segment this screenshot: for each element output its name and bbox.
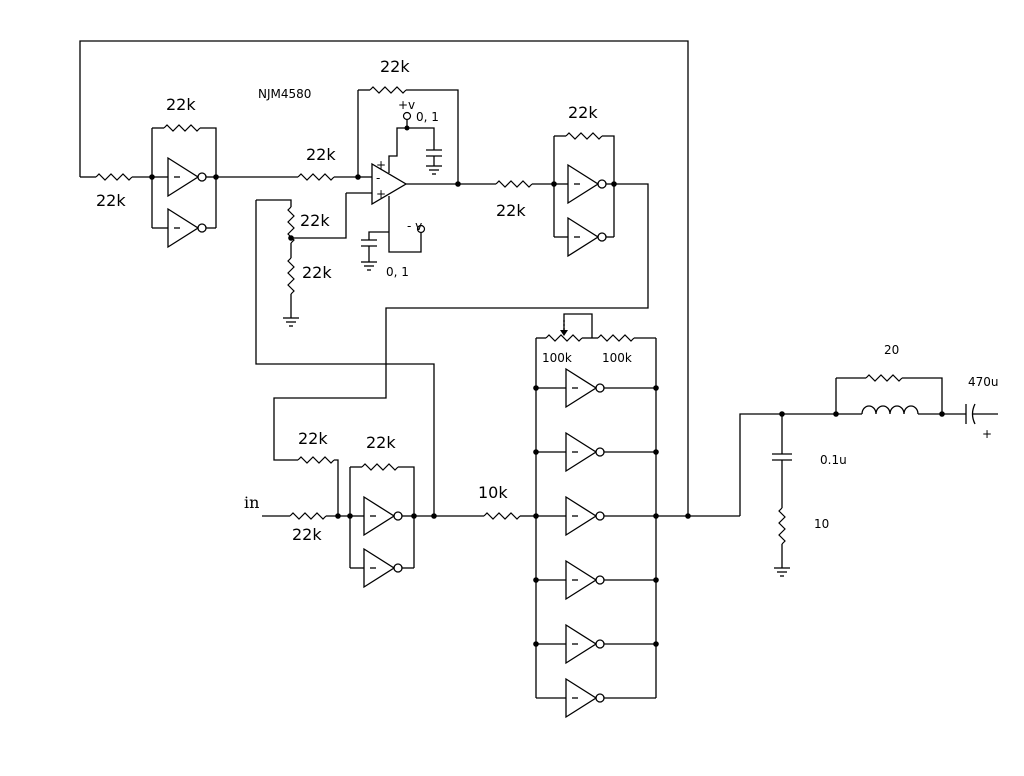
parallel-inverter-bank: [533, 313, 740, 718]
resistor-label: 22k: [96, 191, 126, 210]
opamp-minus-sign: -: [376, 171, 380, 185]
resistor-label: 22k: [298, 429, 328, 448]
capacitor-label: 470u: [968, 375, 999, 389]
resistor-label: 22k: [302, 263, 332, 282]
resistor-label: 22k: [380, 57, 410, 76]
pot-label: 100k: [542, 351, 572, 365]
capacitor-polarity-label: +: [982, 427, 992, 441]
bias-divider: [255, 199, 435, 516]
resistor-label: 22k: [300, 211, 330, 230]
top-left-inverter-stage: [80, 124, 219, 248]
opamp-plus-sign: +: [376, 158, 386, 172]
resistor-label: 22k: [568, 103, 598, 122]
resistor-label: 10k: [478, 483, 508, 502]
resistor-label: 22k: [496, 201, 526, 220]
input-label: in: [244, 493, 259, 512]
resistor-label: 22k: [166, 95, 196, 114]
input-inverter-stage: [262, 456, 536, 588]
resistor-label: 10: [814, 517, 829, 531]
top-right-inverter-stage: [273, 132, 649, 461]
resistor-label: 20: [884, 343, 899, 357]
resistor-label: 22k: [292, 525, 322, 544]
capacitor-label: 0.1u: [820, 453, 847, 467]
opamp-plus-sign: +: [376, 187, 386, 201]
ic-label: NJM4580: [258, 87, 311, 101]
capacitor-label: 0, 1: [386, 265, 409, 279]
capacitor-label: 0, 1: [416, 110, 439, 124]
resistor-label: 22k: [306, 145, 336, 164]
supply-label: +v: [398, 98, 415, 112]
global-feedback-wire: [79, 40, 689, 516]
output-network: [739, 374, 998, 577]
supply-label: - v: [407, 219, 422, 233]
resistor-label: 22k: [366, 433, 396, 452]
resistor-label: 100k: [602, 351, 632, 365]
